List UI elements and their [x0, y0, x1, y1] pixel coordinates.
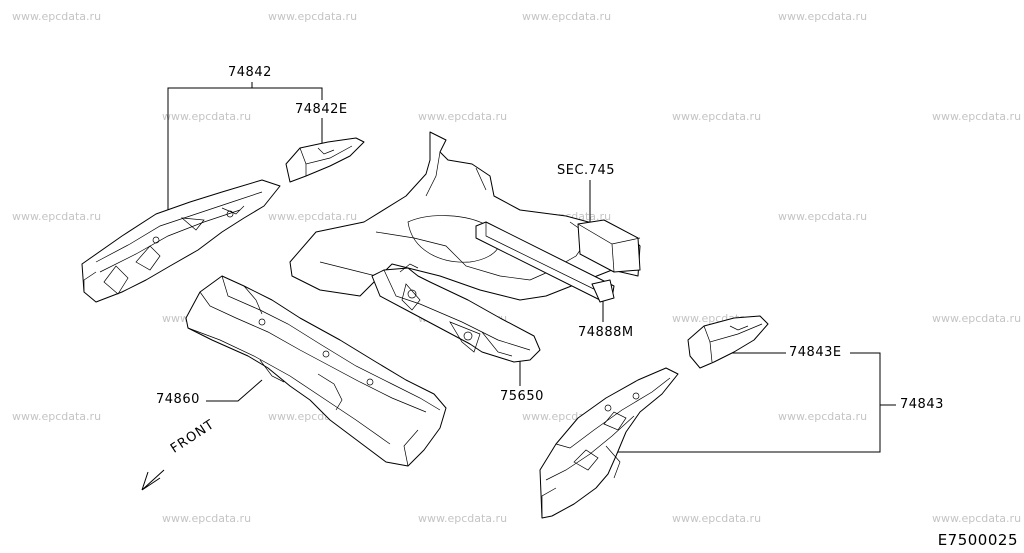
diagram-code: E7500025 — [937, 531, 1018, 549]
watermark: www.epcdata.ru — [12, 10, 102, 23]
label-75650: 75650 — [500, 389, 544, 404]
watermark: www.epcdata.ru — [268, 210, 358, 223]
watermark: www.epcdata.ru — [12, 210, 102, 223]
label-sec745: SEC.745 — [557, 163, 615, 178]
part-74843-right-side-member — [539, 367, 679, 519]
watermark: www.epcdata.ru — [672, 110, 762, 123]
watermark: www.epcdata.ru — [162, 110, 252, 123]
part-74888M-rear-member — [475, 221, 615, 303]
label-74860: 74860 — [156, 392, 200, 407]
leader-74843 — [612, 352, 881, 453]
watermark: www.epcdata.ru — [778, 410, 868, 423]
leader-74860 — [206, 379, 263, 402]
watermark: www.epcdata.ru — [672, 512, 762, 525]
watermark: www.epcdata.ru — [418, 110, 508, 123]
watermark: www.epcdata.ru — [162, 512, 252, 525]
watermark: www.epcdata.ru — [932, 110, 1022, 123]
watermark: www.epcdata.ru — [12, 410, 102, 423]
label-74843: 74843 — [900, 397, 944, 412]
label-74842: 74842 — [228, 65, 272, 80]
part-74842E-left-extension — [285, 137, 365, 183]
watermark: www.epcdata.ru — [268, 10, 358, 23]
part-74843E-right-extension — [687, 315, 769, 369]
part-75650-center-member — [371, 263, 541, 363]
part-74842-left-side-member — [81, 179, 281, 303]
leader-74842 — [167, 87, 323, 215]
sec745-crossmember — [577, 219, 641, 273]
front-arrow — [141, 469, 165, 491]
watermark: www.epcdata.ru — [778, 10, 868, 23]
label-74843E: 74843E — [789, 345, 842, 360]
part-74860-front-floor-member — [185, 275, 447, 467]
watermark: www.epcdata.ru — [932, 312, 1022, 325]
label-74842E: 74842E — [295, 102, 348, 117]
watermark: www.epcdata.ru — [932, 512, 1022, 525]
watermark: www.epcdata.ru — [418, 512, 508, 525]
watermark: www.epcdata.ru — [778, 210, 868, 223]
watermark: www.epcdata.ru — [522, 10, 612, 23]
label-74888M: 74888M — [578, 325, 634, 340]
